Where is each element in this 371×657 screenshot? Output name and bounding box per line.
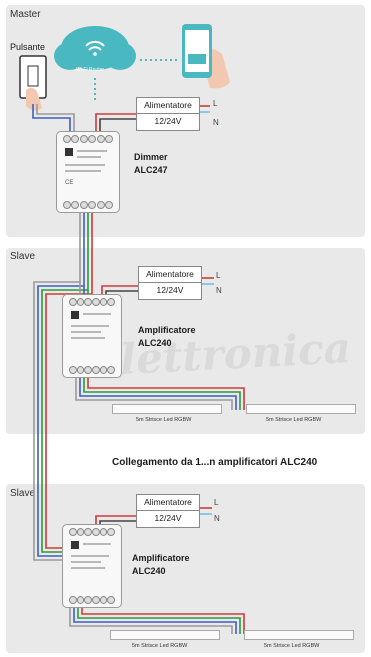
- psu-line-label: L: [216, 271, 221, 280]
- dimmer-model: ALC247: [134, 165, 168, 175]
- ce-mark-icon: CE: [65, 180, 74, 186]
- psu-name: Alimentatore: [139, 267, 201, 283]
- led-strip-1a: [112, 404, 222, 414]
- brand-logo-icon: [71, 311, 79, 319]
- psu-voltage: 12/24V: [156, 285, 184, 295]
- psu-voltage: 12/24V: [154, 116, 182, 126]
- psu-neutral-label: N: [214, 514, 220, 523]
- psu-line-label: L: [213, 99, 218, 108]
- dimmer-device: CE: [56, 131, 120, 213]
- power-supply-master: Alimentatore 12/24V: [136, 97, 200, 131]
- psu-voltage: 12/24V: [154, 513, 182, 523]
- brand-logo-icon: [71, 541, 79, 549]
- wifi-router-label: Wi-Fi Router: [76, 67, 105, 73]
- push-button-icon: [19, 55, 47, 111]
- slave2-title: Slave: [10, 488, 36, 499]
- amplifier-device-1: [62, 294, 122, 378]
- psu-neutral-label: N: [216, 286, 222, 295]
- amplifier-device-2: [62, 524, 122, 608]
- link-caption: Collegamento da 1...n amplificatori ALC2…: [112, 457, 318, 468]
- led-strip-label: 5m Strisce Led RGBW: [266, 417, 322, 423]
- pulsante-label: Pulsante: [10, 42, 46, 52]
- smartphone-icon: [182, 24, 230, 89]
- wifi-router-icon: [54, 26, 136, 70]
- master-title: Master: [10, 9, 41, 20]
- amplifier2-name: Amplificatore: [132, 553, 190, 563]
- led-strip-2b: [244, 630, 354, 640]
- slave1-title: Slave: [10, 251, 36, 262]
- led-strip-label: 5m Strisce Led RGBW: [132, 643, 188, 649]
- power-supply-slave2: Alimentatore 12/24V: [136, 494, 200, 528]
- amplifier1-name: Amplificatore: [138, 325, 196, 335]
- led-strip-2a: [110, 630, 220, 640]
- brand-logo-icon: [65, 148, 73, 156]
- dimmer-name: Dimmer: [134, 152, 168, 162]
- power-supply-slave1: Alimentatore 12/24V: [138, 266, 202, 300]
- psu-neutral-label: N: [213, 118, 219, 127]
- led-strip-label: 5m Strisce Led RGBW: [264, 643, 320, 649]
- psu-name: Alimentatore: [137, 495, 199, 511]
- led-strip-1b: [246, 404, 356, 414]
- psu-name: Alimentatore: [137, 98, 199, 114]
- amplifier1-model: ALC240: [138, 338, 172, 348]
- psu-line-label: L: [214, 498, 219, 507]
- amplifier2-model: ALC240: [132, 566, 166, 576]
- led-strip-label: 5m Strisce Led RGBW: [136, 417, 192, 423]
